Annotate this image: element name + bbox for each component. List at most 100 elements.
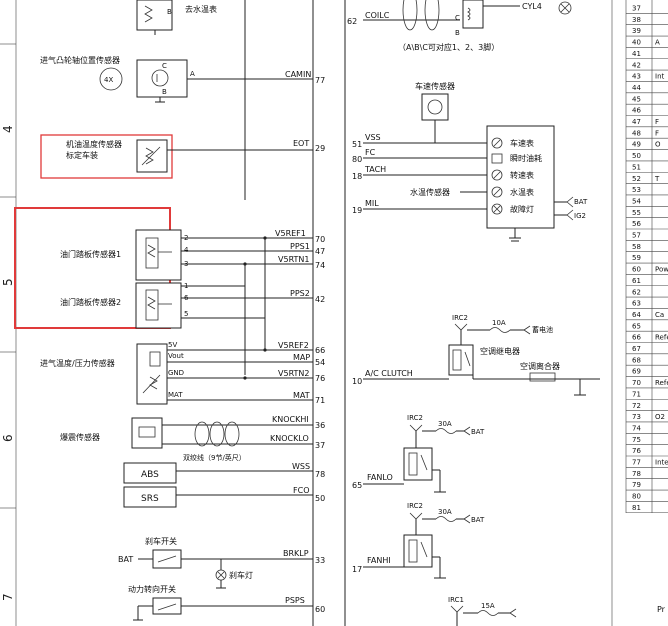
abs-box	[123, 462, 177, 484]
table-row-number: 62	[632, 288, 641, 296]
irc1-label: IRC1	[448, 596, 464, 604]
knock-title: 爆震传感器	[60, 432, 100, 442]
term-71: 71	[315, 396, 325, 405]
battery-label: 蓄电池	[532, 325, 553, 334]
fanlo-fuse: 30A	[438, 420, 452, 428]
table-row-number: 52	[632, 175, 641, 183]
ruler-mark-5: 5	[1, 278, 15, 286]
eot-terminal: 29	[315, 144, 325, 153]
twisted-pair-label: 双绞线（9节/英尺）	[183, 453, 246, 462]
cam-badge: 4X	[104, 76, 113, 84]
table-row-number: 51	[632, 163, 641, 171]
svg-text:C: C	[455, 14, 460, 22]
table-row-number: 70	[632, 379, 641, 387]
gauge-mil: 故障灯	[510, 204, 534, 214]
oil-temp-line2: 标定车装	[66, 150, 98, 160]
sig-psps: PSPS	[285, 596, 305, 605]
table-row-number: 79	[632, 481, 641, 489]
oil-temp-sensor: 机油温度传感器 标定车装 EOT 29	[40, 134, 325, 179]
term-18: 18	[352, 172, 362, 181]
table-row-number: 81	[632, 504, 641, 512]
term-78: 78	[315, 470, 325, 479]
term-60: 60	[315, 605, 325, 614]
table-row-desc: F	[655, 118, 659, 126]
term-37: 37	[315, 441, 325, 450]
map-sensor-title: 进气温度/压力传感器	[40, 358, 115, 368]
camin-terminal: 77	[315, 76, 325, 85]
oil-temp-highlight	[40, 134, 173, 179]
sig-mil: MIL	[365, 199, 379, 208]
table-row-desc: O	[655, 141, 661, 149]
water-temp-sensor: 水温传感器	[410, 187, 450, 197]
table-row-number: 64	[632, 311, 641, 319]
abc-note: （A\B\C可对应1、2、3脚）	[398, 42, 499, 52]
term-17: 17	[352, 565, 362, 574]
table-row-number: 65	[632, 322, 641, 330]
table-row-number: 71	[632, 390, 641, 398]
term-33: 33	[315, 556, 325, 565]
gauge-speedometer: 车速表	[510, 138, 534, 148]
table-row-desc: O2	[655, 413, 665, 421]
table-row-number: 44	[632, 84, 641, 92]
sig-pps2: PPS2	[290, 289, 310, 298]
cluster-box	[486, 125, 555, 229]
sig-wss: WSS	[292, 462, 310, 471]
sig-v5rtn2: V5RTN2	[278, 369, 310, 378]
sig-knocklo: KNOCKLO	[270, 434, 309, 443]
instrument-cluster: 车速传感器 VSS FC TACH MIL 51 80 18 19 水温传感器 …	[352, 81, 588, 242]
table-row-desc: A	[655, 39, 660, 47]
table-row-desc: Ca	[655, 311, 664, 319]
table-row-number: 69	[632, 368, 641, 376]
table-row-number: 49	[632, 141, 641, 149]
corner-text: Pr	[657, 605, 666, 614]
sig-v5ref1: V5REF1	[275, 229, 306, 238]
table-row-number: 56	[632, 220, 641, 228]
power-steering-switch: 动力转向开关 PSPS 60	[128, 584, 325, 621]
table-row-number: 55	[632, 209, 641, 217]
sig-fanhi: FANHI	[367, 556, 391, 565]
table-row-number: 73	[632, 413, 641, 421]
bottom-fuse: 15A	[481, 602, 495, 610]
brake-bat: BAT	[118, 555, 133, 564]
oil-temp-line1: 机油温度传感器	[66, 139, 122, 149]
sig-map: MAP	[293, 353, 310, 362]
vss-sensor-title: 车速传感器	[415, 81, 455, 91]
table-row-desc: Inte	[655, 459, 668, 467]
table-row-number: 39	[632, 27, 641, 35]
term-42: 42	[315, 295, 325, 304]
table-row-number: 47	[632, 118, 641, 126]
sig-brklp: BRKLP	[283, 549, 309, 558]
sig-v5ref2: V5REF2	[278, 341, 309, 350]
sig-vss: VSS	[365, 133, 381, 142]
fanlo-irc2: IRC2	[407, 414, 423, 422]
svg-text:A: A	[190, 70, 195, 78]
cam-badge-circle	[99, 67, 123, 91]
svg-text:5V: 5V	[168, 341, 177, 349]
brake-switch: 刹车开关 BAT 刹车灯 BRKLP 33	[118, 536, 325, 589]
svg-text:C: C	[162, 62, 167, 70]
steer-title: 动力转向开关	[128, 584, 176, 594]
ac-fuse: 10A	[492, 319, 506, 327]
term-76: 76	[315, 374, 325, 383]
term-74: 74	[315, 261, 325, 270]
table-row-number: 50	[632, 152, 641, 160]
coilc-label: COILC	[365, 11, 390, 20]
table-row-number: 40	[632, 39, 641, 47]
top-section: B 去水温表 62 COILC C B CYL4 （A\B\C可对应1、2、3脚…	[136, 0, 572, 200]
table-row-number: 76	[632, 447, 641, 455]
table-row-number: 46	[632, 107, 641, 115]
gauge-tach: 转速表	[510, 170, 534, 180]
term-36: 36	[315, 421, 325, 430]
table-row-number: 37	[632, 5, 641, 13]
table-row-number: 48	[632, 129, 641, 137]
table-row-number: 42	[632, 61, 641, 69]
table-row-desc: Refer	[655, 379, 668, 387]
sig-fc: FC	[365, 148, 376, 157]
table-row-number: 54	[632, 197, 641, 205]
term-10: 10	[352, 377, 362, 386]
sig-v5rtn1: V5RTN1	[278, 255, 310, 264]
table-row-number: 80	[632, 493, 641, 501]
sig-fco: FCO	[293, 486, 309, 495]
abs-label: ABS	[141, 470, 159, 480]
